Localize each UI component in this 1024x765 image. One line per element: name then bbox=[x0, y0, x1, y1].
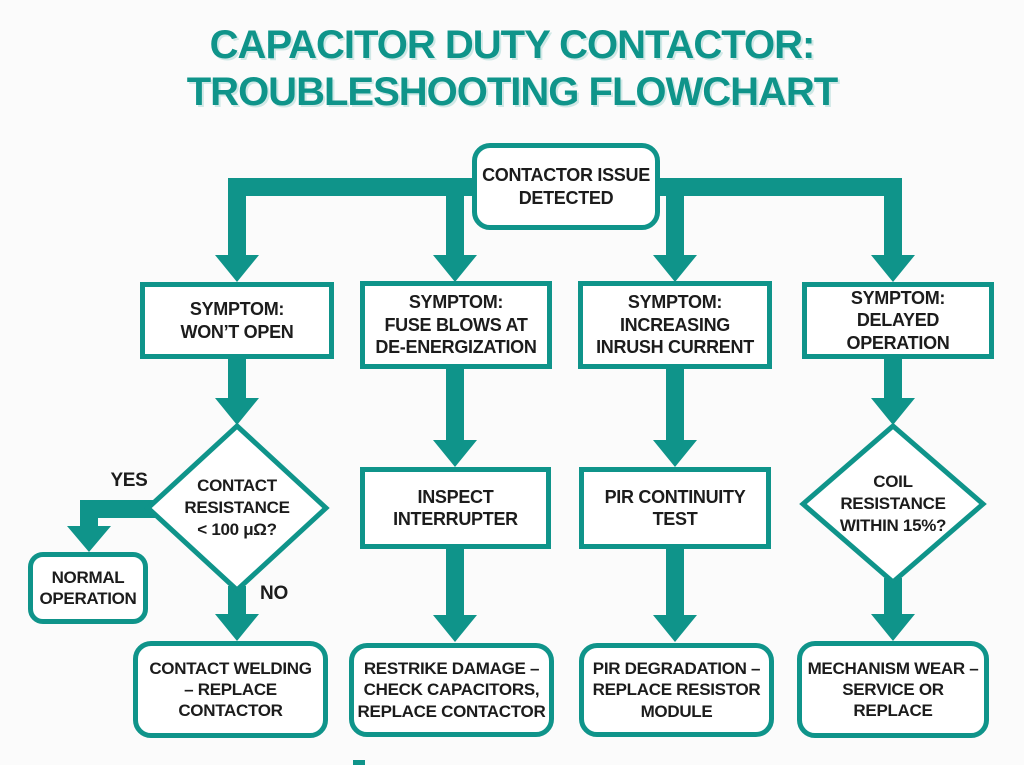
result-node-normal-operation: NORMAL OPERATION bbox=[28, 552, 148, 624]
arrow-no-to-result-1 bbox=[215, 586, 259, 641]
decision-text-contact-resistance: CONTACT RESISTANCE < 100 μΩ? bbox=[184, 475, 290, 540]
result-node-pir-degradation: PIR DEGRADATION – REPLACE RESISTOR MODUL… bbox=[579, 643, 774, 737]
test-node-pir-continuity: PIR CONTINUITY TEST bbox=[579, 467, 771, 549]
result-node-contact-welding: CONTACT WELDING – REPLACE CONTACTOR bbox=[133, 641, 328, 738]
bottom-edge-artifact bbox=[353, 760, 365, 765]
arrow-to-symptom-2 bbox=[433, 178, 477, 282]
arrow-to-symptom-3 bbox=[653, 178, 697, 282]
arrow-test4-to-result bbox=[871, 578, 915, 641]
edge-label-no: NO bbox=[260, 583, 288, 604]
symptom-node-delayed-operation: SYMPTOM: DELAYED OPERATION bbox=[802, 282, 994, 359]
arrow-to-symptom-1 bbox=[215, 178, 259, 282]
page-title: CAPACITOR DUTY CONTACTOR: TROUBLESHOOTIN… bbox=[186, 23, 839, 115]
arrow-symptom3-to-test bbox=[653, 366, 697, 467]
symptom-node-fuse-blows: SYMPTOM: FUSE BLOWS AT DE-ENERGIZATION bbox=[360, 281, 552, 369]
root-node: CONTACTOR ISSUE DETECTED bbox=[472, 143, 660, 230]
result-node-mechanism-wear: MECHANISM WEAR – SERVICE OR REPLACE bbox=[797, 641, 989, 738]
decision-diamond-contact-resistance bbox=[144, 422, 330, 594]
arrow-symptom1-to-test bbox=[215, 356, 259, 425]
test-node-inspect-interrupter: INSPECT INTERRUPTER bbox=[360, 467, 551, 549]
symptom-node-inrush-current: SYMPTOM: INCREASING INRUSH CURRENT bbox=[578, 281, 772, 369]
arrow-test2-to-result bbox=[433, 546, 477, 642]
arrow-symptom2-to-test bbox=[433, 366, 477, 467]
decision-diamond-coil-resistance bbox=[799, 422, 987, 586]
arrow-yes-elbow bbox=[67, 500, 155, 552]
arrow-to-symptom-4 bbox=[871, 178, 915, 282]
arrow-test3-to-result bbox=[653, 546, 697, 642]
result-node-restrike-damage: RESTRIKE DAMAGE – CHECK CAPACITORS, REPL… bbox=[349, 643, 554, 737]
arrow-symptom4-to-test bbox=[871, 358, 915, 425]
symptom-node-wont-open: SYMPTOM: WON’T OPEN bbox=[140, 282, 334, 359]
edge-label-yes: YES bbox=[110, 470, 148, 491]
decision-text-coil-resistance: COIL RESISTANCE WITHIN 15%? bbox=[839, 471, 947, 536]
